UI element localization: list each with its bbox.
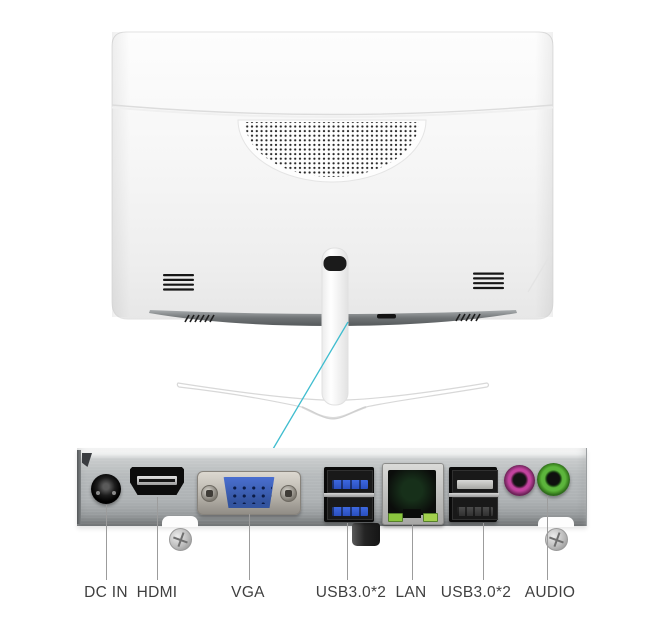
monitor-body — [111, 31, 554, 320]
chassis-tab-right — [538, 517, 574, 527]
callout-line-dc-in — [106, 505, 107, 580]
hdmi-port — [130, 467, 184, 495]
usb-tongue — [457, 507, 493, 516]
callout-line-lan — [412, 524, 413, 580]
lan-led-right — [423, 513, 438, 522]
bottom-slot — [377, 314, 396, 319]
panel-left-edge — [77, 450, 81, 524]
vga-dsub-insert — [223, 477, 275, 508]
headphone-jack — [537, 463, 570, 496]
corner-facet-line — [527, 251, 553, 293]
port-label-hdmi: HDMI — [136, 584, 178, 601]
port-label-usb3-left: USB3.0*2 — [315, 584, 387, 601]
screw-icon — [169, 528, 192, 551]
speaker-grille — [237, 119, 427, 183]
usb-port-pair-right — [449, 467, 499, 522]
vga-port — [197, 471, 301, 515]
usb-port-top — [452, 470, 498, 493]
screw-icon — [545, 528, 568, 551]
vent-bars-right-icon — [473, 272, 504, 290]
port-label-audio: AUDIO — [524, 584, 576, 601]
vent-bars-left-icon — [163, 274, 194, 291]
callout-line-hdmi — [157, 497, 158, 580]
usb-divider — [324, 493, 374, 497]
monitor-top-seam — [111, 104, 554, 116]
usb3-port-top — [327, 470, 373, 493]
lan-socket — [388, 470, 436, 515]
rubber-foot — [352, 523, 380, 546]
callout-line-vga — [249, 514, 250, 580]
lan-led-left — [388, 513, 403, 522]
stand-base — [176, 382, 490, 420]
speaker-grille-dots — [245, 122, 419, 177]
panel-corner-notch — [82, 453, 92, 467]
lan-clip-notch — [403, 509, 421, 518]
usb3-tongue — [332, 480, 368, 489]
vga-pin-holes — [228, 482, 272, 504]
vga-thumbscrew-left — [201, 485, 218, 502]
bottom-slanted-vents-left — [184, 314, 215, 323]
usb-divider — [449, 493, 499, 497]
mic-jack — [504, 465, 535, 496]
callout-line-usb3-right — [483, 523, 484, 580]
callout-line-audio — [547, 496, 548, 580]
port-label-vga: VGA — [231, 584, 265, 601]
hdmi-slot — [137, 476, 177, 485]
vga-thumbscrew-right — [280, 485, 297, 502]
port-label-lan: LAN — [395, 584, 427, 601]
callout-leader-line — [272, 321, 349, 450]
port-label-dc-in: DC IN — [84, 584, 128, 601]
callout-line-usb3-left — [347, 523, 348, 580]
usb3-port-bottom — [327, 497, 373, 520]
right-edge-shade — [535, 32, 553, 317]
dc-in-jack — [91, 474, 121, 504]
stand-neck — [321, 247, 349, 406]
port-label-usb3-right: USB3.0*2 — [440, 584, 512, 601]
chassis-tab-left — [162, 516, 198, 527]
lan-port — [382, 463, 444, 525]
usb-port-bottom — [452, 497, 498, 520]
usb3-tongue — [332, 507, 368, 516]
stand-base-shade — [301, 406, 367, 420]
left-edge-shade — [112, 32, 130, 317]
bottom-slanted-vents-right — [455, 313, 481, 322]
stand-hinge-cap — [323, 256, 347, 271]
usb-tongue — [457, 480, 493, 489]
usb3-port-pair — [324, 467, 374, 522]
seam-shadow — [111, 106, 554, 118]
bottom-port-recess — [149, 310, 517, 326]
